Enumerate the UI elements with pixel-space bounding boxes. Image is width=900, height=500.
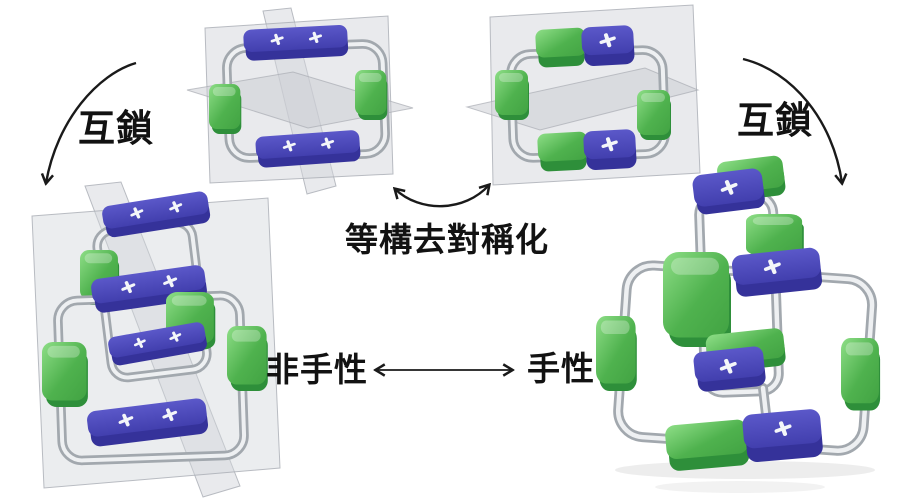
interlock-arrow-left — [46, 61, 137, 183]
lower-green-blue-bar — [693, 328, 786, 392]
shadow — [655, 481, 825, 493]
structure-catenane-chiral — [596, 155, 881, 493]
top-green-blue-bar — [692, 155, 786, 215]
mirror-plane-horizontal — [186, 71, 414, 129]
interlock-arrow-right — [742, 57, 842, 183]
label-interlock-left: 互鎖 — [78, 107, 154, 150]
structure-macrocycle-symmetric — [186, 7, 414, 195]
label-interlock-right: 互鎖 — [737, 99, 813, 142]
label-chiral: 手性 — [527, 349, 595, 388]
mid-blue-bar — [731, 247, 823, 297]
structure-catenane-achiral — [31, 181, 281, 498]
label-achiral: 非手性 — [266, 350, 368, 389]
arrows — [46, 57, 842, 370]
desymmetrization-double-arrow — [395, 185, 489, 208]
label-desymmetrization: 等構去對稱化 — [345, 220, 549, 259]
structure-macrocycle-desymmetrized — [465, 4, 701, 186]
bottom-green-blue-bar — [665, 409, 823, 471]
